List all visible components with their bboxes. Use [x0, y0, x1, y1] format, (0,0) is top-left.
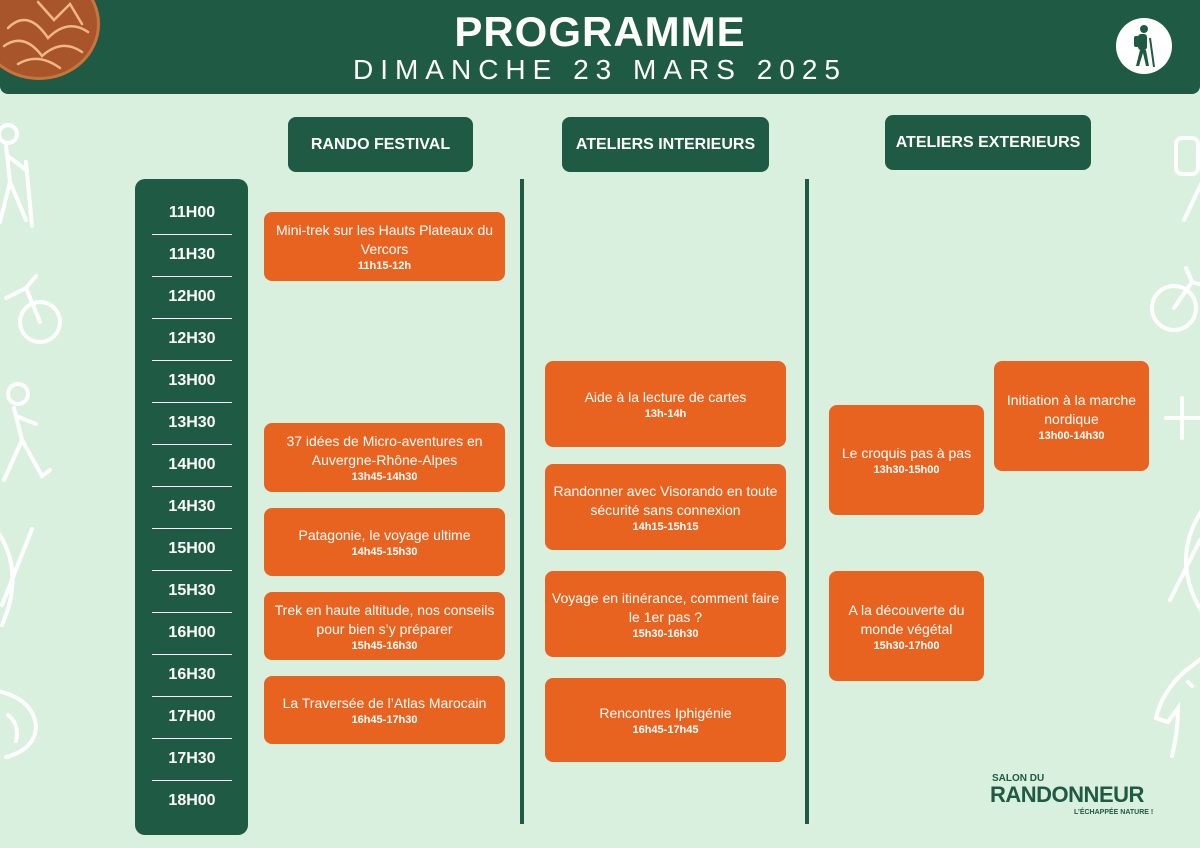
brand-tagline: L’ÉCHAPPÉE NATURE !	[1074, 809, 1154, 816]
time-separator	[152, 654, 232, 655]
event-title: A la découverte du monde végétal	[848, 601, 965, 637]
cyclist-outline-icon	[4, 274, 62, 344]
event-time: 13h45-14h30	[351, 471, 418, 483]
timeline: 11H00 11H30 12H00 12H30 13H00 13H30 14H0…	[135, 179, 248, 835]
horse-outline-icon	[1153, 657, 1200, 758]
time-separator	[152, 612, 232, 613]
time-separator	[152, 444, 232, 445]
header-banner: PROGRAMME DIMANCHE 23 MARS 2025	[0, 0, 1200, 94]
event-card: Aide à la lecture de cartes 13h-14h	[545, 361, 786, 447]
event-time: 14h15-15h15	[632, 520, 699, 533]
time-separator	[152, 486, 232, 487]
column-header-ateliers-interieurs: ATELIERS INTERIEURS	[562, 117, 769, 172]
time-slot: 12H30	[168, 330, 216, 347]
event-card: Initiation à la marche nordique 13h00-14…	[994, 361, 1149, 471]
event-title: Aide à la lecture de cartes	[584, 389, 747, 405]
time-slot: 17H30	[168, 750, 216, 767]
event-title: La Traversée de l’Atlas Marocain	[282, 695, 487, 711]
event-title: Rencontres Iphigénie	[599, 705, 732, 721]
time-slot: 14H00	[168, 456, 216, 473]
event-title: Patagonie, le voyage ultime	[298, 527, 471, 543]
brand-line1: SALON DU	[992, 773, 1045, 784]
column-divider	[805, 179, 809, 824]
event-card: A la découverte du monde végétal 15h30-1…	[829, 571, 984, 681]
time-slot: 18H00	[168, 792, 216, 809]
time-separator	[152, 570, 232, 571]
horse-outline-icon	[0, 689, 39, 759]
time-separator	[152, 234, 232, 235]
time-separator	[152, 318, 232, 319]
event-card: Mini-trek sur les Hauts Plateaux du Verc…	[264, 212, 505, 281]
event-card: La Traversée de l’Atlas Marocain 16h45-1…	[264, 676, 505, 744]
time-slot: 15H30	[168, 582, 216, 599]
event-card: Rencontres Iphigénie 16h45-17h45	[545, 678, 786, 762]
hiker-icon	[1134, 25, 1155, 68]
climber-outline-icon	[1164, 396, 1200, 440]
time-separator	[152, 528, 232, 529]
brand-name: RANDONNEUR	[990, 782, 1144, 807]
event-card: 37 idées de Micro-aventures en Auvergne-…	[264, 423, 505, 492]
event-title: Initiation à la marche nordique	[1006, 391, 1137, 427]
event-time: 13h00-14h30	[1038, 429, 1105, 442]
time-slot: 16H00	[168, 624, 216, 641]
hiker-badge	[1116, 18, 1172, 74]
time-separator	[152, 276, 232, 277]
event-title: Voyage en itinérance, comment faire le 1…	[551, 589, 780, 625]
cyclist-outline-icon	[1150, 266, 1200, 332]
hiker-outline-icon	[0, 123, 34, 228]
salon-logo-disc	[0, 0, 100, 80]
time-slot: 13H30	[168, 414, 216, 431]
time-slot: 16H30	[168, 666, 216, 683]
event-time: 13h30-15h00	[873, 464, 940, 476]
event-title: Mini-trek sur les Hauts Plateaux du Verc…	[275, 222, 494, 257]
event-title: 37 idées de Micro-aventures en Auvergne-…	[286, 433, 483, 468]
event-card: Le croquis pas à pas 13h30-15h00	[829, 405, 984, 515]
time-slot: 14H30	[168, 498, 216, 515]
time-slot: 11H00	[168, 204, 216, 221]
brand-logo: SALON DU RANDONNEUR L’ÉCHAPPÉE NATURE !	[990, 773, 1160, 823]
event-title: Trek en haute altitude, nos conseils pou…	[274, 601, 495, 637]
event-time: 14h45-15h30	[351, 546, 418, 558]
event-time: 15h30-17h00	[873, 639, 940, 652]
event-time: 15h45-16h30	[351, 639, 418, 652]
time-slot: 17H00	[168, 708, 216, 725]
event-card: Randonner avec Visorando en toute sécuri…	[545, 464, 786, 550]
time-separator	[152, 780, 232, 781]
time-separator	[152, 738, 232, 739]
kayak-outline-icon	[0, 527, 34, 627]
time-slot: 13H00	[168, 372, 216, 389]
column-header-ateliers-exterieurs: ATELIERS EXTERIEURS	[885, 115, 1091, 170]
column-header-rando-festival: RANDO FESTIVAL	[288, 117, 473, 172]
column-divider	[520, 179, 524, 824]
time-separator	[152, 360, 232, 361]
time-slot: 12H00	[168, 288, 216, 305]
event-title: Randonner avec Visorando en toute sécuri…	[553, 482, 778, 518]
event-time: 15h30-16h30	[632, 627, 699, 640]
time-slot: 11H30	[168, 246, 216, 263]
event-time: 11h15-12h	[357, 260, 412, 272]
event-time: 13h-14h	[644, 408, 687, 420]
hiker-outline-icon	[1174, 122, 1200, 222]
event-card: Trek en haute altitude, nos conseils pou…	[264, 592, 505, 660]
time-separator	[152, 402, 232, 403]
event-card: Voyage en itinérance, comment faire le 1…	[545, 571, 786, 657]
event-time: 16h45-17h30	[351, 714, 418, 726]
time-slot: 15H00	[168, 540, 216, 557]
event-card: Patagonie, le voyage ultime 14h45-15h30	[264, 508, 505, 576]
time-separator	[152, 696, 232, 697]
page-subtitle: DIMANCHE 23 MARS 2025	[352, 54, 847, 85]
event-title: Le croquis pas à pas	[841, 445, 972, 461]
page-title: PROGRAMME	[454, 8, 746, 55]
kayak-outline-icon	[1168, 509, 1200, 613]
event-time: 16h45-17h45	[632, 724, 699, 736]
climber-outline-icon	[2, 382, 52, 482]
